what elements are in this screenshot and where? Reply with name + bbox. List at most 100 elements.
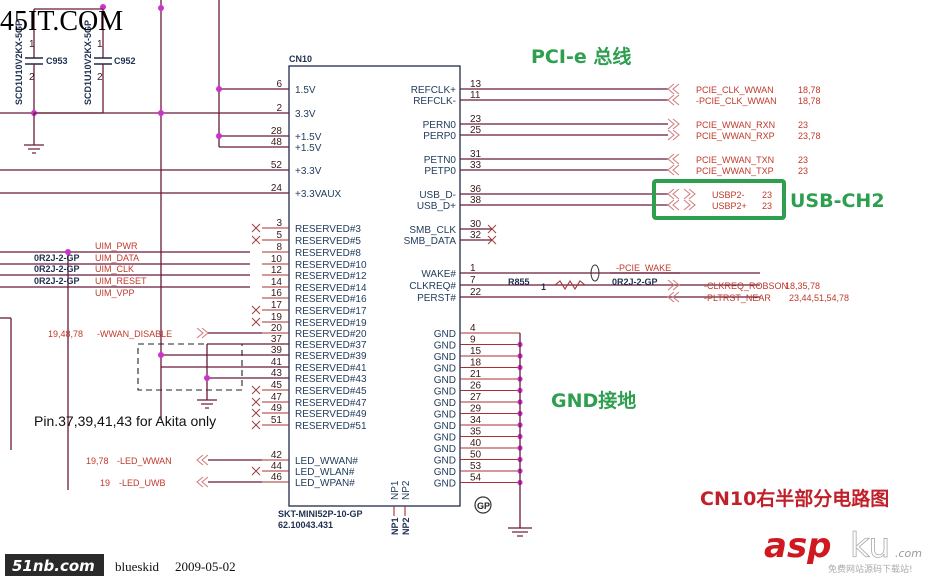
gp-badge: GP [474, 496, 492, 514]
offpage-connector-icon [196, 454, 209, 466]
pin-number: 15 [470, 346, 482, 357]
net-refs: 23 [798, 155, 808, 165]
svg-text:UIM_CLK: UIM_CLK [95, 264, 134, 274]
svg-text:1: 1 [541, 282, 546, 292]
pin-name: GND [434, 387, 456, 398]
net-refs: 23,78 [798, 131, 821, 141]
pin-number: 52 [271, 160, 283, 171]
pin-name: RESERVED#19 [295, 318, 367, 329]
pin-name: RESERVED#37 [295, 340, 367, 351]
pin-name: GND [434, 410, 456, 421]
pin-number: 25 [470, 125, 482, 136]
pin-name: RESERVED#20 [295, 329, 367, 340]
no-connect-icon [251, 408, 261, 418]
pin-number: 18 [470, 358, 482, 369]
pin-name: GND [434, 329, 456, 340]
left-pin-group: 61.5V23.3V28+1.5V48+1.5V52+3.3V24+3.3VAU… [251, 79, 367, 489]
akita-ground-symbol [197, 399, 217, 409]
pin-name: RESERVED#49 [295, 409, 367, 420]
no-connect-icon [251, 466, 261, 476]
pin-name: RESERVED#43 [295, 374, 367, 385]
svg-text:0R2J-2-GP: 0R2J-2-GP [612, 277, 658, 287]
pin-number: 50 [470, 450, 482, 461]
pin-number: 29 [470, 404, 482, 415]
svg-text:51nb.com: 51nb.com [12, 557, 95, 575]
pin-number: 36 [470, 184, 482, 195]
offpage-connector-icon [667, 129, 680, 141]
svg-text:0R2J-2-GP: 0R2J-2-GP [34, 276, 80, 286]
pin-number: 21 [470, 369, 482, 380]
pin-number: 12 [271, 265, 283, 276]
pin-number: 31 [470, 149, 482, 160]
net-name: -CLKREQ_ROBSON [704, 281, 788, 291]
net-name: PCIE_CLK_WWAN [696, 85, 774, 95]
pin-name: 1.5V [295, 85, 316, 96]
pin-name: RESERVED#3 [295, 224, 361, 235]
net-label-right: -PCIE_WAKE [610, 263, 680, 274]
pin-number: 45 [271, 380, 283, 391]
pin-number: 1 [470, 263, 476, 274]
pin-number: 7 [470, 275, 476, 286]
pin-name: RESERVED#12 [295, 271, 367, 282]
svg-text:1: 1 [29, 39, 35, 50]
svg-text:SCD1U10V2KX-5GP: SCD1U10V2KX-5GP [14, 20, 24, 105]
pin-name: CLKREQ# [409, 281, 456, 292]
svg-text:ku: ku [850, 526, 890, 566]
net-name: USBP2- [712, 190, 745, 200]
net-name: PCIE_WWAN_RXP [696, 131, 775, 141]
pin-name: GND [434, 341, 456, 352]
svg-text:UIM_PWR: UIM_PWR [95, 241, 138, 251]
pin-number: 26 [470, 381, 482, 392]
pin-name: 3.3V [295, 109, 316, 120]
net-name: PCIE_WWAN_TXP [696, 166, 774, 176]
pin-name: REFCLK+ [411, 85, 456, 96]
net-name: -LED_WWAN [117, 456, 172, 466]
left-pin-52: 52+3.3V [262, 160, 322, 177]
pin-number: 2 [276, 103, 282, 114]
pin-name: +3.3VAUX [295, 189, 342, 200]
pin-number: 41 [271, 357, 283, 368]
offpage-connector-icon [667, 153, 680, 165]
pin-number: 30 [470, 219, 482, 230]
pin-number: 43 [271, 368, 283, 379]
pin-name: USB_D+ [417, 201, 456, 212]
svg-text:UIM_DATA: UIM_DATA [95, 253, 139, 263]
uim-section: UIM_PWR UIM_DATA UIM_CLK UIM_RESET UIM_V… [0, 241, 250, 490]
offpage-connector-icon [683, 188, 696, 200]
pin-name: GND [434, 433, 456, 444]
net-name: -WWAN_DISABLE [97, 329, 172, 339]
connector-part: SKT-MINI52P-10-GP [278, 509, 363, 519]
net-label-left: 19,48,78-WWAN_DISABLE [48, 327, 262, 339]
svg-text:R855: R855 [508, 277, 530, 287]
svg-text:GP: GP [477, 501, 490, 511]
pin-name: LED_WPAN# [295, 478, 355, 489]
connector-body [288, 65, 461, 507]
pin-number: 39 [271, 345, 283, 356]
pin-number: 33 [470, 160, 482, 171]
pin-name: GND [434, 375, 456, 386]
net-refs: 23 [798, 166, 808, 176]
pin-number: 48 [271, 137, 283, 148]
pin-number: 6 [276, 79, 282, 90]
pin-number: 46 [271, 472, 283, 483]
ground-symbol [508, 527, 532, 537]
aspku-brand: asp ku .com 免费网站源码下载站! [764, 526, 922, 575]
pin-name: RESERVED#47 [295, 398, 367, 409]
pin-number: 27 [470, 392, 482, 403]
